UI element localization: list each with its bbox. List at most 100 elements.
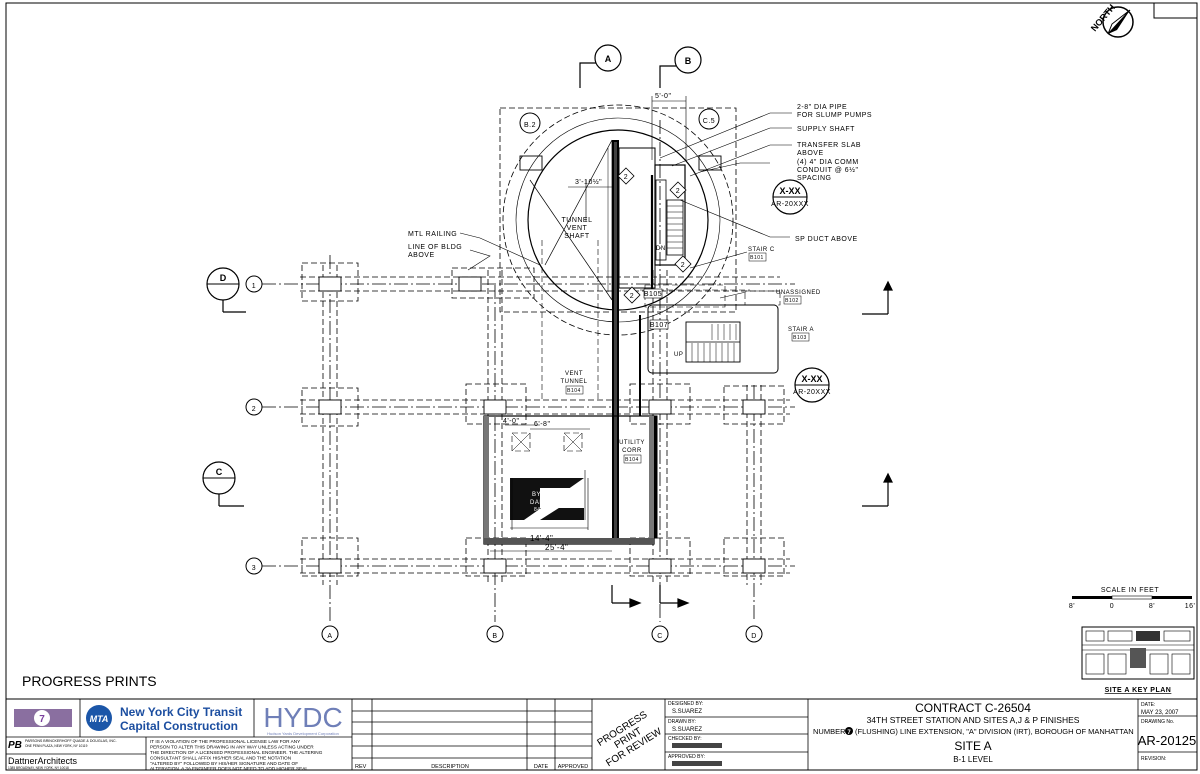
dim-6-8: 6'-8" [534,421,550,428]
project-line-2: NUMBER 7 (FLUSHING) LINE EXTENSION, "A" … [813,727,1134,736]
damper-label-2: DAMPER [530,500,559,506]
svg-text:D: D [751,633,757,640]
svg-text:2: 2 [252,406,256,413]
svg-text:2: 2 [624,174,628,181]
svg-text:3: 3 [252,565,256,572]
note-pipe-1: 2-8" DIA PIPE [797,104,847,111]
svg-text:0: 0 [1110,603,1114,610]
contract-number: CONTRACT C-26504 [915,701,1031,715]
line-7-bullet-number: 7 [847,730,851,736]
svg-text:2: 2 [676,188,680,195]
note-line-bldg-1: LINE OF BLDG [408,244,462,251]
title-block: 7 MTA New York City Transit Capital Cons… [5,698,1198,771]
room-stair-a-tag: B103 [793,335,807,341]
svg-text:2: 2 [630,293,634,300]
room-vent-tunnel-2: TUNNEL [560,379,587,385]
grid-bubble-1: 1 [245,275,263,293]
note-transfer-2: ABOVE [797,150,824,157]
central-wall [612,140,619,540]
svg-text:X-XX: X-XX [801,374,822,384]
drawing-no: AR-20125 [1138,733,1197,748]
room-vent-tunnel-1: VENT [565,371,583,377]
grid-bubble-2: 2 [245,398,263,416]
room-utility-1: UTILITY [619,440,645,446]
dattner-address: 1385 BROADWAY, NEW YORK, NY 10018 [8,766,69,770]
designed-by-label: DESIGNED BY: [668,701,703,707]
line-7-bullet-icon [845,727,853,735]
checked-by-redacted [672,743,722,748]
room-stair-c-tag: B101 [750,255,764,261]
dimension-lines [490,96,687,552]
svg-text:THE DIRECTION OF A LICENSED PR: THE DIRECTION OF A LICENSED PROFESSIONAL… [150,750,323,755]
hydc-logo: HYDC [263,702,342,733]
svg-text:B: B [492,633,497,640]
section-marker-c: C [202,461,244,507]
svg-text:A: A [605,54,612,64]
vent-chamber [483,415,655,545]
tag-b107: B107 [650,322,668,329]
leader-lines [459,112,792,299]
grid-bubble-c: C [651,625,669,643]
svg-text:X-XX: X-XX [779,186,800,196]
elevation-tag-1: X-XX AR-20XXX [771,179,809,215]
damper-label-3: 84 SF [534,507,550,513]
svg-text:1: 1 [252,283,256,290]
note-line-bldg-2: ABOVE [408,252,435,259]
damper-label-1: BY PASS [532,492,561,498]
svg-text:B: B [685,56,692,66]
revision-label: REVISION: [1141,756,1166,762]
note-sp-duct: SP DUCT ABOVE [795,236,858,243]
svg-text:C.5: C.5 [703,118,715,125]
svg-text:SCALE IN FEET: SCALE IN FEET [1101,587,1159,594]
svg-text:NUMBER: NUMBER [813,727,846,736]
dattner-logo: DattnerArchitects [8,756,78,766]
drawn-by: S.SUAREZ [672,727,702,733]
grid-bubble-b: B [486,625,504,643]
svg-text:2: 2 [681,262,685,269]
line-7-number: 7 [39,714,45,725]
svg-text:PERSON TO ALTER THIS DRAWING I: PERSON TO ALTER THIS DRAWING IN ANY WAY … [150,745,314,750]
legal-notice: IT IS A VIOLATION OF THE PROFESSIONAL LI… [150,739,323,771]
approved-by-redacted [672,761,722,766]
dim-3-10: 3'-10½" [575,178,602,186]
dim-4-0: 4'-0" [503,418,519,425]
svg-text:16': 16' [1185,603,1196,610]
mta-logo-icon: MTA [86,705,112,731]
date-label: DATE: [1141,702,1155,708]
site-name: SITE A [954,739,991,753]
svg-text:IT IS A VIOLATION OF THE PROFE: IT IS A VIOLATION OF THE PROFESSIONAL LI… [150,739,301,744]
svg-text:ALTERATION. A 3A ENGINEER DOES: ALTERATION. A 3A ENGINEER DOES NOT NEED … [150,766,308,771]
note-tunnel-2: VENT [567,225,588,232]
svg-text:B.2: B.2 [524,122,536,129]
mta-line1: New York City Transit [120,705,242,719]
designed-by: S.SUAREZ [672,709,702,715]
svg-text:C: C [216,467,223,477]
note-conduit-1: (4) 4" DIA COMM [797,159,859,166]
dim-25-4: 25'-4" [545,543,568,552]
room-unassigned: UNASSIGNED [776,290,821,296]
svg-text:AR-20XXX: AR-20XXX [771,201,809,208]
stair-up-label: UP [674,352,683,358]
level-name: B-1 LEVEL [953,755,993,764]
stair-core [618,147,781,539]
svg-text:C: C [657,633,663,640]
date-value: MAY 23, 2007 [1141,710,1179,716]
note-conduit-2: CONDUIT @ 6½" [797,166,858,174]
section-marker-d: D [206,267,246,313]
room-unassigned-tag: B102 [785,298,799,304]
grid-bubble-a: A [321,625,339,643]
note-pipe-2: FOR SLUMP PUMPS [797,112,872,119]
mta-line2: Capital Construction [120,719,238,733]
svg-text:AR-20XXX: AR-20XXX [793,389,831,396]
grid-bubble-c5: C.5 [698,108,720,130]
note-conduit-3: SPACING [797,175,832,182]
dim-14-4: 14'-4" [530,534,553,543]
svg-text:"ALTERED BY" FOLLOWED BY HIS/H: "ALTERED BY" FOLLOWED BY HIS/HER SIGNATU… [150,761,298,766]
project-line-1: 34TH STREET STATION AND SITES A,J & P FI… [867,715,1080,725]
progress-prints-label: PROGRESS PRINTS [22,673,157,689]
note-tunnel-3: SHAFT [564,233,590,240]
graphic-scale: SCALE IN FEET 8' 0 8' 16' [1069,587,1195,610]
date-header: DATE [534,764,549,770]
pb-address: ONE PENN PLAZA, NEW YORK, NY 10119 [25,744,88,748]
drawn-by-label: DRAWN BY: [668,719,696,725]
